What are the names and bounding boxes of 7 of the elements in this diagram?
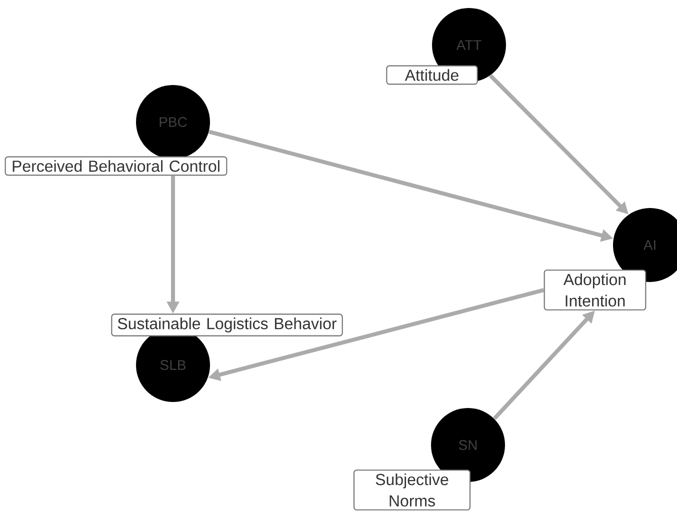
circle-node: SLB [136, 328, 210, 402]
label-box: Adoption Intention [544, 270, 646, 310]
label-box: Attitude [386, 65, 478, 85]
label-box: Sustainable Logistics Behavior [111, 314, 343, 336]
circle-node: PBC [136, 85, 210, 159]
label-box: Perceived Behavioral Control [4, 156, 228, 176]
label-box: Subjective Norms [353, 470, 471, 510]
